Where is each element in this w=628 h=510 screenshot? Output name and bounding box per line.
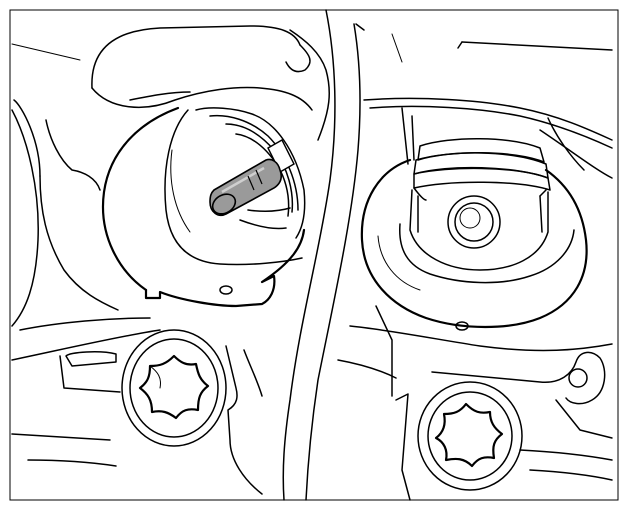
housing-contour [285,44,311,73]
housing-contour [519,449,613,461]
tool-bit [209,139,295,217]
housing-contour [337,359,397,379]
housing-contour [529,469,613,481]
small-hole [455,321,469,331]
housing-contour [395,393,411,501]
housing-contour [555,399,613,439]
housing-contour [11,43,81,61]
housing-contour [59,355,121,393]
housing-contour [349,325,613,352]
small-hole [219,285,233,295]
divider-edge [355,23,365,31]
torx-bolt-icon [121,329,227,447]
mounting-bore [360,158,588,329]
housing-contour [539,129,613,179]
housing-contour [65,351,117,367]
mounting-bore [144,228,306,308]
bore-lip [164,109,303,266]
housing-contour [129,91,191,101]
threaded-socket [409,138,551,271]
right-panel [337,33,613,501]
bore-lip [377,235,421,291]
housing-contour [27,459,117,467]
housing-contour [457,41,463,49]
housing-contour [39,175,119,311]
housing-contour [11,329,161,361]
housing-contour [363,97,613,141]
housing-contour [11,109,39,327]
mount-hole [568,368,588,388]
divider-edge [282,9,336,501]
inner-ring [239,219,287,230]
housing-contour [225,345,263,495]
housing-contour [461,41,613,51]
housing-contour [91,25,301,89]
housing-contour [369,105,613,149]
housing-contour [391,33,403,63]
inner-ring [195,107,306,239]
left-panel [11,25,331,495]
inner-ring [209,114,299,211]
housing-contour [11,433,111,441]
housing-contour [243,349,263,397]
housing-contour [289,29,331,141]
housing-contour [375,305,393,397]
frame-border [9,9,619,501]
housing-contour [19,317,151,331]
housing-contour [13,99,41,177]
housing-contour [547,117,585,171]
housing-contour [91,86,313,111]
housing-contour [401,107,409,165]
inner-ring [247,207,291,213]
mounting-bore [101,106,180,292]
housing-contour [411,115,415,161]
housing-contour [45,119,101,191]
housing-contour [431,351,606,405]
inner-ring [170,149,191,233]
bore-lip [399,223,575,284]
divider-edge [305,23,361,501]
torx-bolt-icon [417,381,523,491]
